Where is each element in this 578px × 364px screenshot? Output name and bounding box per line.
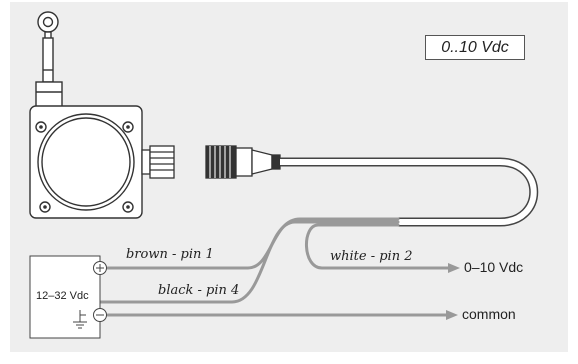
cable-jacket-inner xyxy=(280,159,537,225)
arrows xyxy=(446,263,460,320)
output-label-signal: 0–10 Vdc xyxy=(464,259,524,275)
wires xyxy=(94,217,457,317)
wire-black xyxy=(94,220,400,304)
wire-label-black: black - pin 4 xyxy=(158,283,240,298)
cable-jacket xyxy=(280,157,539,227)
supply-voltage-label: 12–32 Vdc xyxy=(36,290,89,302)
wire-label-brown: brown - pin 1 xyxy=(126,247,214,262)
output-arrow-common xyxy=(446,310,458,320)
wire-white xyxy=(305,223,457,270)
ground-icon xyxy=(73,310,87,329)
power-supply-box xyxy=(29,255,101,339)
wire-label-white: white - pin 2 xyxy=(330,249,413,264)
cable-connector xyxy=(205,145,281,179)
power-terminals xyxy=(93,261,107,322)
output-arrow-signal xyxy=(448,263,460,273)
sensor-connector xyxy=(141,145,175,179)
signal-type-label: 0..10 Vdc xyxy=(425,35,525,60)
sensor-screws xyxy=(39,125,130,209)
sensor-body xyxy=(29,11,143,219)
output-label-common: common xyxy=(462,306,516,322)
